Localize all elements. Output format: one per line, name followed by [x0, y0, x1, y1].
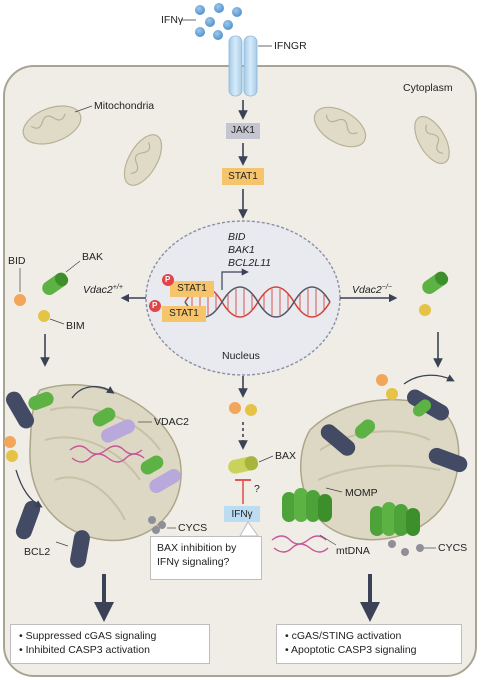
stat1-dimer-top [170, 281, 214, 297]
bim-protein-ko [419, 304, 431, 316]
ifngr-label: IFNGR [274, 40, 307, 52]
bcl2-protein [6, 391, 90, 568]
bax-pore-right [370, 502, 420, 536]
vdac2-ko-label: Vdac2−/− [352, 284, 392, 296]
bim-protein-center [245, 404, 257, 416]
mitochondria-icons [22, 105, 450, 186]
right-outcome-1: • cGAS/STING activation [285, 630, 402, 642]
mtdna-label: mtDNA [336, 545, 370, 557]
nucleus-label: Nucleus [222, 350, 260, 362]
gene-bak1: BAK1 [228, 244, 255, 256]
bax-label: BAX [275, 450, 297, 462]
cycs-right-label: CYCS [438, 542, 468, 554]
stat1-dimer-label-b: STAT1 [169, 308, 199, 319]
stat1-dimer-bottom [162, 306, 206, 322]
left-outcome-box: • Suppressed cGAS signaling • Inhibited … [10, 624, 210, 664]
callout-line-1: BAX inhibition by [157, 542, 237, 554]
stat1-dimer-label-a: STAT1 [177, 283, 207, 294]
cycs-right-icon [388, 540, 424, 556]
mtdna-left [69, 445, 143, 455]
cycs-left-icon [148, 516, 166, 534]
vdac2-wt-label: Vdac2+/+ [83, 284, 123, 296]
bak-on-mito [28, 391, 164, 475]
phospho-label-b: P [152, 301, 158, 310]
left-outcome-2: • Inhibited CASP3 activation [19, 644, 150, 656]
ifng-box [224, 506, 260, 522]
phospho-label-a: P [165, 275, 171, 284]
bax-protein [228, 456, 259, 474]
gene-bcl2l11: BCL2L11 [228, 257, 272, 269]
ifngr-receptor [228, 35, 258, 97]
bid-protein-center [229, 402, 241, 414]
stat1-label: STAT1 [228, 171, 258, 182]
mitochondria-label: Mitochondria [94, 100, 155, 112]
bak-protein [42, 272, 69, 296]
phospho-icon [149, 300, 161, 312]
stat1-box [222, 168, 264, 185]
right-outcome-2: • Apoptotic CASP3 signaling [285, 644, 417, 656]
bcl2-label: BCL2 [24, 546, 51, 558]
bax-pore-left [282, 488, 332, 522]
callout-box: BAX inhibition by IFNγ signaling? [150, 536, 262, 580]
bak-protein-ko [422, 271, 449, 295]
bak-label: BAK [82, 251, 104, 263]
bak-on-mito-right [354, 399, 432, 439]
jak1-label: JAK1 [231, 125, 255, 136]
momp-label: MOMP [345, 487, 378, 499]
question-mark: ? [254, 483, 260, 495]
bim-label: BIM [66, 320, 85, 332]
vdac2-label: VDAC2 [154, 416, 190, 428]
phospho-icon [162, 274, 174, 286]
bid-protein [14, 294, 26, 306]
cycs-left-label: CYCS [178, 522, 208, 534]
ifng-label: IFNγ [161, 14, 184, 26]
vdac2-protein [101, 419, 181, 493]
left-outcome-1: • Suppressed cGAS signaling [19, 630, 157, 642]
cytoplasm-label: Cytoplasm [403, 82, 453, 94]
bim-protein [38, 310, 50, 322]
ifng-molecules [195, 3, 242, 40]
gene-bid: BID [228, 231, 246, 243]
callout-line-2: IFNγ signaling? [157, 556, 230, 568]
bid-label: BID [8, 255, 26, 267]
ifng-box-label: IFNγ [231, 509, 253, 520]
right-outcome-box: • cGAS/STING activation • Apoptotic CASP… [276, 624, 462, 664]
jak1-box [226, 123, 260, 139]
